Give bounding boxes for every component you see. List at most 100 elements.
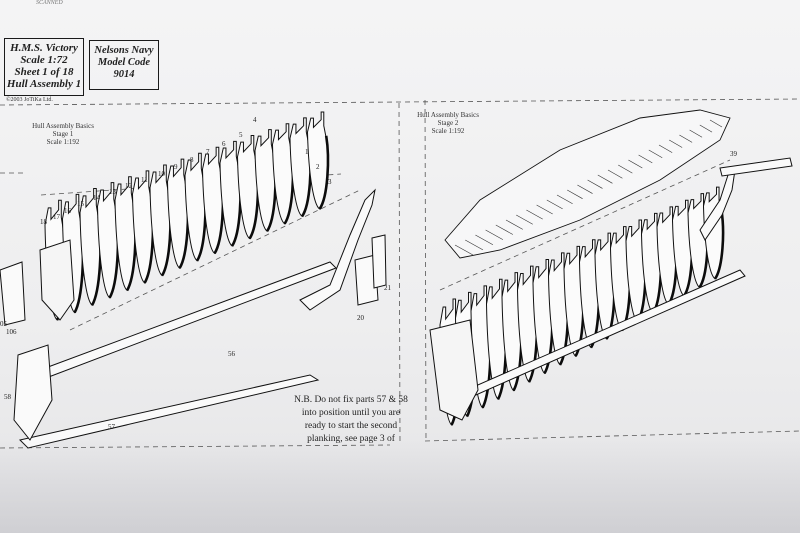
stage2-caption: Hull Assembly Basics Stage 2 Scale 1:192 (412, 111, 484, 135)
part-label-18: 18 (40, 218, 47, 226)
part-106 (0, 261, 26, 326)
stage2-keel (429, 157, 793, 421)
deck-beam-2 (465, 239, 484, 251)
stage2-stem (699, 168, 736, 241)
part-20 (354, 254, 379, 306)
part-label-105: 05 (0, 320, 7, 328)
title-assembly: Hull Assembly 1 (6, 78, 82, 90)
stage1-caption: Hull Assembly Basics Stage 1 Scale 1:192 (28, 122, 98, 146)
part-21 (371, 234, 387, 289)
part-label-7: 7 (206, 148, 210, 156)
part-label-56: 56 (228, 350, 235, 358)
note-line-2: into position until you are (301, 408, 401, 418)
part-39 (719, 157, 793, 177)
part-58 (13, 344, 53, 441)
part-label-57: 57 (108, 423, 115, 431)
stage1-frames (44, 111, 330, 321)
assembly-note: N.B. Do not fix parts 57 & 58 into posit… (276, 394, 426, 446)
deck-beam-21 (658, 144, 673, 153)
deck-beam-7 (516, 214, 533, 225)
part-label-11: 11 (141, 176, 148, 184)
deck-beam-6 (505, 219, 523, 230)
stern-assembly (39, 239, 75, 321)
title-sheet: Sheet 1 of 18 (14, 66, 74, 78)
part-label-13: 13 (109, 188, 116, 196)
part-label-8: 8 (190, 156, 194, 164)
deck-beam-3 (475, 234, 494, 246)
model-code-label: Model Code (97, 57, 151, 68)
stage2-guide (439, 159, 731, 291)
deck-beam-22 (669, 139, 683, 148)
stage2-stern (429, 319, 479, 421)
copyright: ©2003 JoTiKa Ltd. (6, 97, 53, 103)
part-label-14: 14 (93, 194, 100, 202)
stage1-frame-16-edge (318, 135, 330, 210)
model-series: Nelsons Navy (94, 45, 154, 56)
stage2-stage: Stage 2 (437, 119, 459, 127)
part-label-16: 16 (64, 207, 71, 215)
scanned-stamp: SCANNED (36, 0, 63, 6)
title-box: H.M.S. Victory Scale 1:72 Sheet 1 of 18 … (4, 38, 84, 96)
deck-beam-20 (648, 149, 663, 158)
title-ship-name: H.M.S. Victory (10, 42, 78, 54)
deck-beam-19 (638, 154, 653, 164)
note-line-3: ready to start the second (304, 421, 398, 431)
part-label-17: 17 (53, 213, 60, 221)
left-panel-divider (398, 102, 401, 446)
deck-beam-1 (454, 244, 474, 256)
part-label-39: 39 (730, 150, 737, 158)
deck-beam-23 (679, 134, 693, 143)
title-scale: Scale 1:72 (20, 54, 68, 66)
part-label-1: 1 (305, 148, 309, 156)
note-line-4: planking, see page 3 of (307, 434, 395, 444)
stage2-scale: Scale 1:192 (431, 127, 465, 135)
part-label-21: 21 (384, 284, 391, 292)
part-label-3: 3 (328, 178, 332, 186)
deck-beam-26 (709, 119, 723, 128)
stage2-deck (444, 109, 731, 259)
deck-beam-4 (485, 229, 504, 240)
part-label-2: 2 (316, 163, 320, 171)
stage2-frame-18-edge (713, 209, 725, 280)
stage2-title: Hull Assembly Basics (417, 111, 479, 119)
deck-beam-8 (526, 209, 543, 220)
part-label-4: 4 (253, 116, 257, 124)
deck-beam-16 (607, 169, 623, 179)
right-panel-divider (424, 99, 427, 443)
part-label-6: 6 (222, 140, 226, 148)
bottom-dashed-rule-right (424, 430, 800, 442)
part-label-20: 20 (357, 314, 364, 322)
deck-beam-24 (689, 129, 703, 138)
keel-strip-57 (19, 374, 320, 449)
deck-beam-5 (495, 224, 513, 235)
part-label-9: 9 (174, 163, 178, 171)
note-line-1: N.B. Do not fix parts 57 & 58 (294, 395, 408, 405)
part-label-15: 15 (77, 200, 84, 208)
stage1-stage: Stage 1 (52, 130, 74, 138)
deck-beams (454, 119, 723, 256)
stage1-scale: Scale 1:192 (46, 138, 80, 146)
part-label-58: 58 (4, 393, 11, 401)
deck-beam-9 (536, 204, 553, 215)
stem-piece (299, 188, 376, 311)
part-label-12: 12 (125, 182, 132, 190)
deck-beam-12 (567, 189, 583, 199)
deck-beam-18 (628, 159, 643, 169)
deck-beam-17 (618, 164, 633, 174)
model-code-box: Nelsons Navy Model Code 9014 (89, 40, 159, 90)
part-label-10: 10 (158, 170, 165, 178)
deck-beam-13 (577, 184, 593, 194)
deck-beam-10 (546, 199, 563, 210)
deck-plate (444, 109, 731, 259)
model-code-number: 9014 (113, 69, 135, 80)
deck-beam-15 (597, 174, 613, 184)
deck-beam-25 (699, 124, 713, 133)
part-label-106: 106 (6, 328, 17, 336)
deck-beam-14 (587, 179, 603, 189)
stage1-title: Hull Assembly Basics (32, 122, 94, 130)
part-label-5: 5 (239, 131, 243, 139)
deck-beam-11 (556, 194, 573, 205)
top-dashed-rule (0, 98, 800, 106)
